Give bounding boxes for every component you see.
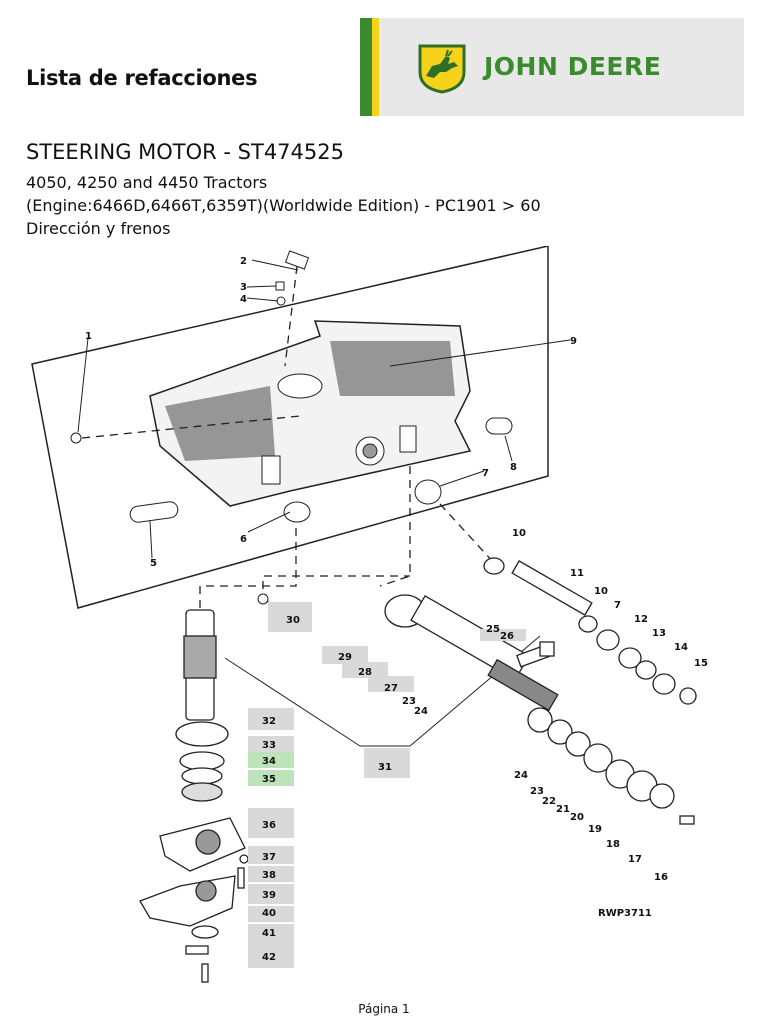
callout-label: 14: [674, 642, 688, 653]
callout-label: 27: [384, 683, 398, 694]
callout-label: 42: [262, 952, 276, 963]
brand-banner: JOHN DEERE: [360, 18, 744, 116]
brand-green-bar: [360, 18, 372, 116]
callout-label: 35: [262, 774, 276, 785]
callout-label: 2: [240, 256, 247, 267]
lower-parts: [139, 609, 249, 983]
callout-label: 12: [634, 614, 648, 625]
callout-label: 10: [594, 586, 608, 597]
callout-label: 25: [486, 624, 500, 635]
part-title: STEERING MOTOR - ST474525: [26, 140, 344, 164]
housing-panel: [31, 246, 549, 609]
brand-name: JOHN DEERE: [484, 52, 662, 81]
callout-label: 1: [85, 331, 92, 342]
callout-label: 41: [262, 928, 276, 939]
callout-label: 32: [262, 716, 276, 727]
callout-label: 33: [262, 740, 276, 751]
callout-label: 30: [286, 615, 300, 626]
callout-label: 6: [240, 534, 247, 545]
callout-label: 7: [482, 468, 489, 479]
callout-label: 26: [500, 631, 514, 642]
callout-label: 38: [262, 870, 276, 881]
callout-label: 16: [654, 872, 668, 883]
small-parts: [70, 250, 513, 605]
callout-label: 17: [628, 854, 642, 865]
page-number: Página 1: [358, 1002, 410, 1016]
callout-label: 24: [514, 770, 528, 781]
callout-label: 34: [262, 756, 276, 767]
callout-label: 37: [262, 852, 276, 863]
callout-label: 18: [606, 839, 620, 850]
callout-label: 9: [570, 336, 577, 347]
callout-label: 11: [570, 568, 584, 579]
callout-label: 31: [378, 762, 392, 773]
callout-label: 23: [530, 786, 544, 797]
callout-label: 24: [414, 706, 428, 717]
callout-labels: 1 2 3 4 5 6 7 8 9 10 11 10 7 12 13 14 15…: [85, 256, 708, 963]
callout-label: 19: [588, 824, 602, 835]
steering-housing: [149, 320, 472, 507]
brand-yellow-bar: [372, 18, 379, 116]
callout-label: 10: [512, 528, 526, 539]
callout-label: 23: [402, 696, 416, 707]
deer-logo-icon: [418, 44, 466, 94]
callout-label: 15: [694, 658, 708, 669]
parts-diagram: 1 2 3 4 5 6 7 8 9 10 11 10 7 12 13 14 15…: [31, 246, 708, 983]
callout-label: 29: [338, 652, 352, 663]
list-title: Lista de refacciones: [26, 66, 258, 90]
callout-label: 28: [358, 667, 372, 678]
callout-boxes: [248, 602, 526, 968]
models-line: 4050, 4250 and 4450 Tractors: [26, 173, 268, 192]
callout-label: 4: [240, 294, 247, 305]
callout-label: 36: [262, 820, 276, 831]
callout-label: 40: [262, 908, 276, 919]
callout-label: 5: [150, 558, 157, 569]
shaft-assembly: [384, 557, 697, 825]
callout-label: 20: [570, 812, 584, 823]
callout-label: 8: [510, 462, 517, 473]
callout-label: 39: [262, 890, 276, 901]
callout-label: 21: [556, 804, 570, 815]
callout-label: 22: [542, 796, 556, 807]
connector-lines: [81, 265, 496, 614]
reference-code: RWP3711: [598, 908, 652, 919]
engine-line: (Engine:6466D,6466T,6359T)(Worldwide Edi…: [26, 196, 541, 215]
callout-label: 3: [240, 282, 247, 293]
callout-label: 7: [614, 600, 621, 611]
category-line: Dirección y frenos: [26, 219, 171, 238]
callout-label: 13: [652, 628, 666, 639]
